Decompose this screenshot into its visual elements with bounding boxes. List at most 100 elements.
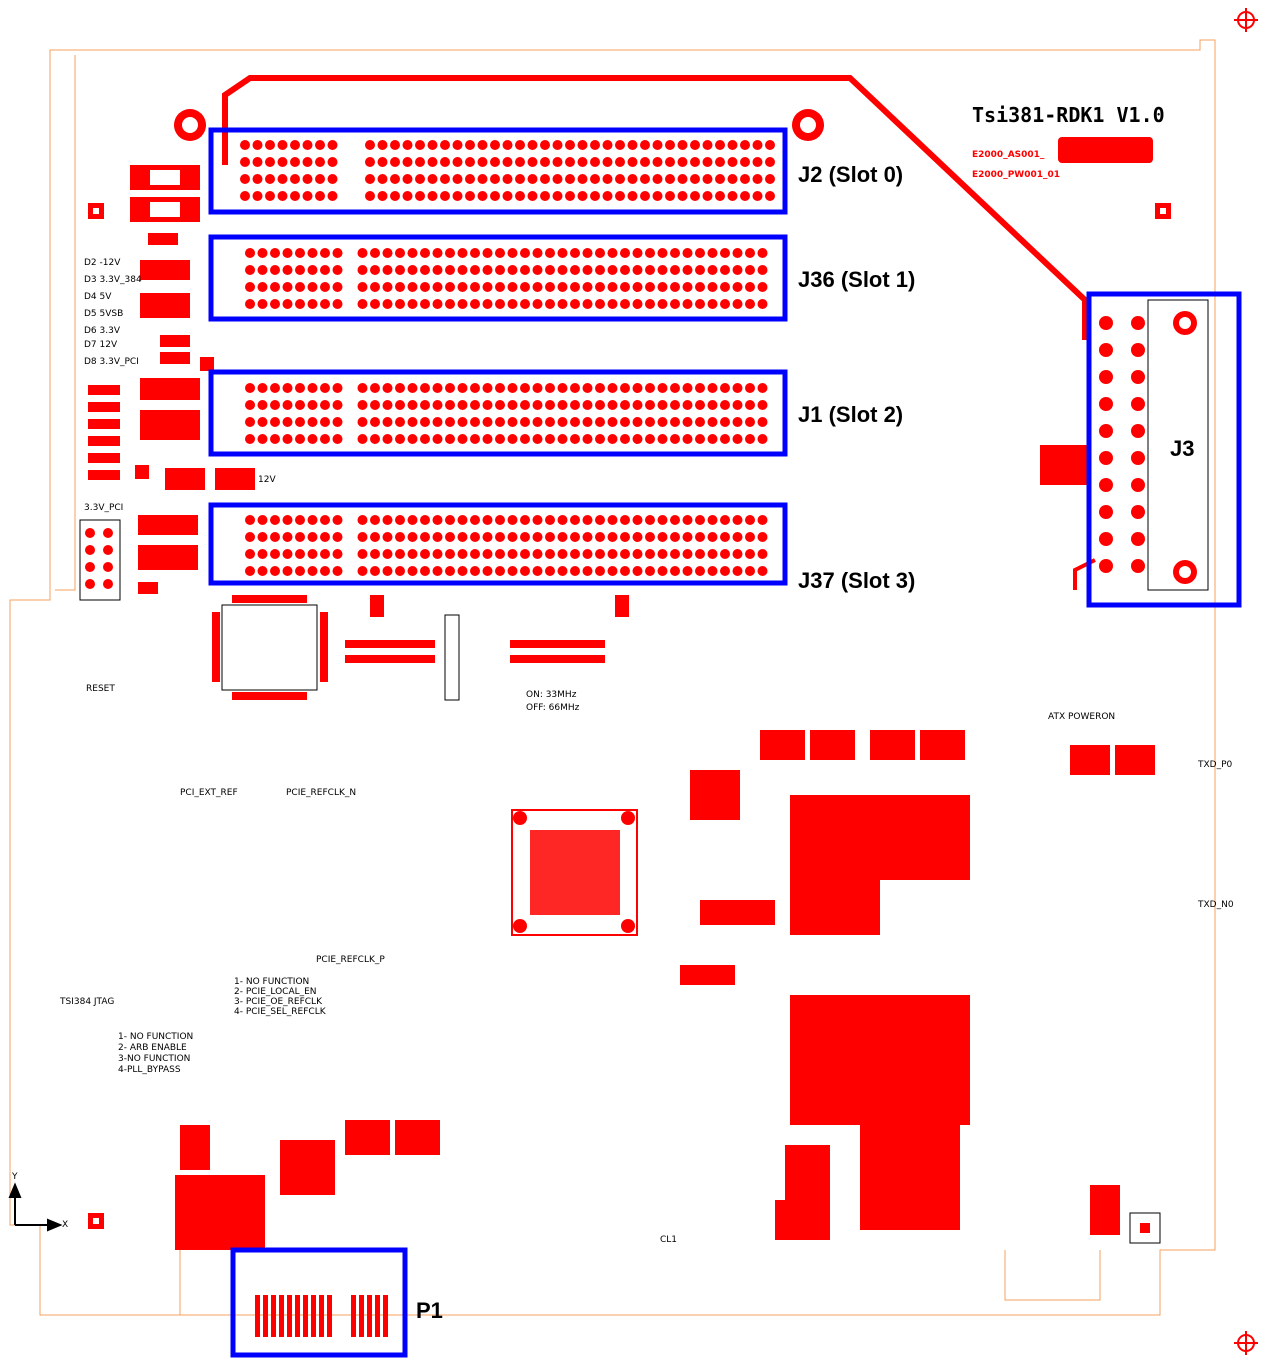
connector-pin xyxy=(645,248,655,258)
connector-pin xyxy=(390,157,400,167)
connector-pin xyxy=(420,532,430,542)
connector-pin xyxy=(570,549,580,559)
p1-finger xyxy=(287,1295,292,1337)
connector-pin xyxy=(757,400,768,410)
connector-pin xyxy=(520,434,530,444)
connector-pin xyxy=(732,434,743,444)
connector-pin xyxy=(382,248,393,258)
connector-pin xyxy=(432,417,443,427)
j38-header xyxy=(79,519,121,601)
connector-pin xyxy=(415,191,425,201)
connector-pin xyxy=(752,174,763,184)
connector-pin xyxy=(420,549,430,559)
connector-pin xyxy=(465,174,475,184)
connector-pin xyxy=(657,566,668,576)
connector-pin xyxy=(495,417,505,427)
connector-pin xyxy=(670,265,680,275)
connector-pin xyxy=(407,248,418,258)
connector-pin xyxy=(407,515,418,525)
connector-pin xyxy=(432,400,443,410)
connector-pin xyxy=(445,549,455,559)
connector-pin xyxy=(682,515,693,525)
connector-pin xyxy=(495,400,505,410)
connector-pin xyxy=(290,191,300,201)
connector-pin xyxy=(645,566,655,576)
connector-pin xyxy=(727,140,738,150)
connector-pin xyxy=(307,299,318,309)
silk-jtag-note-4: 4-PLL_BYPASS xyxy=(118,1065,181,1075)
connector-pin xyxy=(695,265,705,275)
connector-pin xyxy=(377,191,388,201)
connector-pin xyxy=(595,549,605,559)
connector-pin xyxy=(602,140,613,150)
p1-finger xyxy=(295,1295,300,1337)
connector-pin xyxy=(545,282,555,292)
connector-pin xyxy=(265,140,275,150)
connector-pin xyxy=(332,417,343,427)
connector-pin xyxy=(552,191,563,201)
connector-pin xyxy=(470,417,480,427)
connector-pin xyxy=(307,434,318,444)
connector-pin xyxy=(702,157,713,167)
connector-pin xyxy=(432,434,443,444)
connector-pin xyxy=(715,191,725,201)
connector-pin xyxy=(582,515,593,525)
silk-led-d6: D6 3.3V xyxy=(84,326,120,336)
connector-pin xyxy=(720,515,730,525)
bottom-power-section xyxy=(175,1120,440,1250)
connector-pin xyxy=(690,140,700,150)
connector-pin xyxy=(440,191,450,201)
connector-pin xyxy=(745,282,755,292)
callout-j36: J36 (Slot 1) xyxy=(798,267,916,292)
connector-pin xyxy=(282,417,293,427)
j3-pin xyxy=(1099,451,1113,465)
connector-pin xyxy=(457,532,468,542)
connector-pin xyxy=(677,157,688,167)
connector-pin xyxy=(520,282,530,292)
connector-pin xyxy=(402,191,413,201)
connector-pin xyxy=(707,549,718,559)
connector-pin xyxy=(645,515,655,525)
connector-pin xyxy=(490,191,500,201)
connector-pin xyxy=(595,265,605,275)
connector-pin xyxy=(402,174,413,184)
connector-pin xyxy=(582,383,593,393)
connector-pin xyxy=(757,282,768,292)
connector-pin xyxy=(745,248,755,258)
p1-finger xyxy=(327,1295,332,1337)
j3-pin xyxy=(1131,532,1145,546)
connector-pin xyxy=(407,282,418,292)
connector-pin xyxy=(245,299,255,309)
connector-pin xyxy=(757,265,768,275)
connector-pin xyxy=(682,282,693,292)
connector-pin xyxy=(420,383,430,393)
callout-p1: P1 xyxy=(416,1298,443,1323)
connector-pin xyxy=(295,265,305,275)
connector-pin xyxy=(632,549,643,559)
connector-pin xyxy=(307,383,318,393)
connector-pin xyxy=(570,515,580,525)
connector-pin xyxy=(657,282,668,292)
connector-pin xyxy=(557,532,568,542)
connector-pin xyxy=(490,174,500,184)
connector-pin xyxy=(527,140,538,150)
connector-pin xyxy=(457,265,468,275)
connector-pin xyxy=(720,248,730,258)
connector-pin xyxy=(707,265,718,275)
connector-pin xyxy=(270,515,280,525)
silk-axis-y: Y xyxy=(12,1172,18,1182)
connector-pin xyxy=(607,417,618,427)
connector-pin xyxy=(270,265,280,275)
connector-pin xyxy=(427,174,438,184)
connector-pin xyxy=(495,265,505,275)
connector-pin xyxy=(482,417,493,427)
connector-pin xyxy=(320,248,330,258)
p1-finger xyxy=(303,1295,308,1337)
connector-pin xyxy=(557,515,568,525)
connector-pin xyxy=(307,400,318,410)
connector-pin xyxy=(407,434,418,444)
connector-pin xyxy=(590,157,600,167)
connector-pin xyxy=(707,400,718,410)
connector-pin xyxy=(395,265,405,275)
power-section xyxy=(680,445,1155,1240)
